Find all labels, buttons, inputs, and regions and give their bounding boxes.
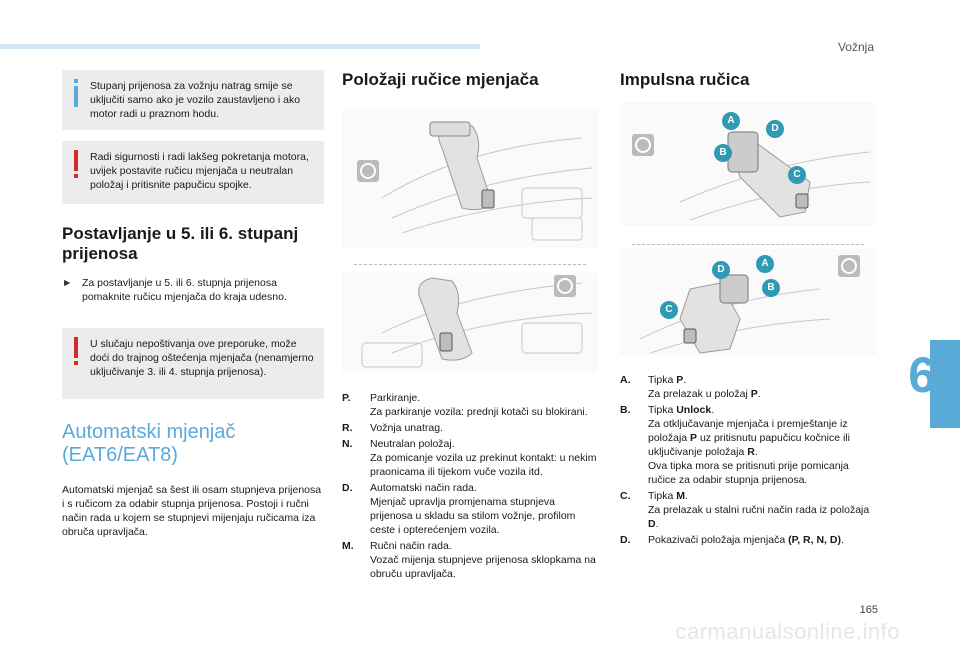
info-note-text: Stupanj prijenosa za vožnju natrag smije… (90, 80, 301, 120)
button-list: A. Tipka P. Za prelazak u položaj P. B. … (620, 373, 876, 547)
section-title: Vožnja (837, 40, 874, 54)
left-column: Stupanj prijenosa za vožnju natrag smije… (62, 70, 324, 539)
label-c-badge: C (788, 166, 806, 184)
position-item: P. Parkiranje. Za parkiranje vozila: pre… (342, 392, 588, 418)
button-item: C. Tipka M. Za prelazak u stalni ručni n… (620, 490, 870, 530)
impulse-lever-illustration-bottom: A D B C (620, 249, 876, 355)
label-b-badge: B (714, 144, 732, 162)
positions-list: P. Parkiranje. Za parkiranje vozila: pre… (342, 391, 598, 581)
warning-icon (74, 337, 78, 365)
divider (354, 264, 586, 265)
automatic-body: Automatski mjenjač sa šest ili osam stup… (62, 484, 322, 538)
position-item: N. Neutralan položaj. Za pomicanje vozil… (342, 438, 597, 478)
impulse-heading: Impulsna ručica (620, 70, 750, 89)
info-note: Stupanj prijenosa za vožnju natrag smije… (62, 70, 324, 130)
gear-lever-illustration-top (342, 108, 598, 248)
warning-icon (74, 150, 78, 178)
automatic-heading: Automatski mjenjač (EAT6/EAT8) (62, 421, 236, 466)
positions-heading: Položaji ručice mjenjača (342, 70, 539, 89)
button-item: A. Tipka P. Za prelazak u položaj P. (620, 374, 761, 400)
info-icon (74, 79, 78, 107)
middle-column: Položaji ručice mjenjača (342, 70, 598, 583)
label-a-badge: A (722, 112, 740, 130)
right-column: Impulsna ručica A D B C A (620, 70, 876, 549)
chapter-tab (930, 340, 960, 428)
label-a-badge: A (756, 255, 774, 273)
gear-bullet-text: Za postavljanje u 5. ili 6. stupnja prij… (82, 277, 287, 303)
divider (632, 244, 864, 245)
label-d-badge: D (712, 261, 730, 279)
warning-note-2-text: U slučaju nepoštivanja ove preporuke, mo… (90, 338, 314, 378)
warning-note-text: Radi sigurnosti i radi lakšeg pokretanja… (90, 151, 309, 191)
steering-wheel-icon (357, 160, 379, 182)
gear-heading: Postavljanje u 5. ili 6. stupanj prijeno… (62, 224, 299, 263)
label-c-badge: C (660, 301, 678, 319)
header-bar (0, 44, 480, 49)
button-item: B. Tipka Unlock. Za otključavanje mjenja… (620, 404, 850, 486)
button-item: D. Pokazivači položaja mjenjača (P, R, N… (620, 534, 844, 546)
gear-bullet: ► Za postavljanje u 5. ili 6. stupnja pr… (62, 276, 324, 304)
position-item: R. Vožnja unatrag. (342, 422, 443, 434)
steering-wheel-icon (838, 255, 860, 277)
watermark: carmanualsonline.info (675, 619, 900, 644)
page-number: 165 (859, 604, 878, 616)
warning-note-2: U slučaju nepoštivanja ove preporuke, mo… (62, 328, 324, 399)
position-item: D. Automatski način rada. Mjenjač upravl… (342, 482, 576, 536)
arrow-bullet-icon: ► (62, 277, 73, 289)
position-item: M. Ručni način rada. Vozač mijenja stupn… (342, 540, 596, 580)
steering-wheel-icon (632, 134, 654, 156)
label-b-badge: B (762, 279, 780, 297)
chapter-number: 6 (908, 347, 936, 403)
steering-wheel-icon (554, 275, 576, 297)
impulse-lever-illustration-top: A D B C (620, 102, 876, 226)
warning-note: Radi sigurnosti i radi lakšeg pokretanja… (62, 141, 324, 204)
gear-lever-illustration-bottom (342, 273, 598, 373)
label-d-badge: D (766, 120, 784, 138)
